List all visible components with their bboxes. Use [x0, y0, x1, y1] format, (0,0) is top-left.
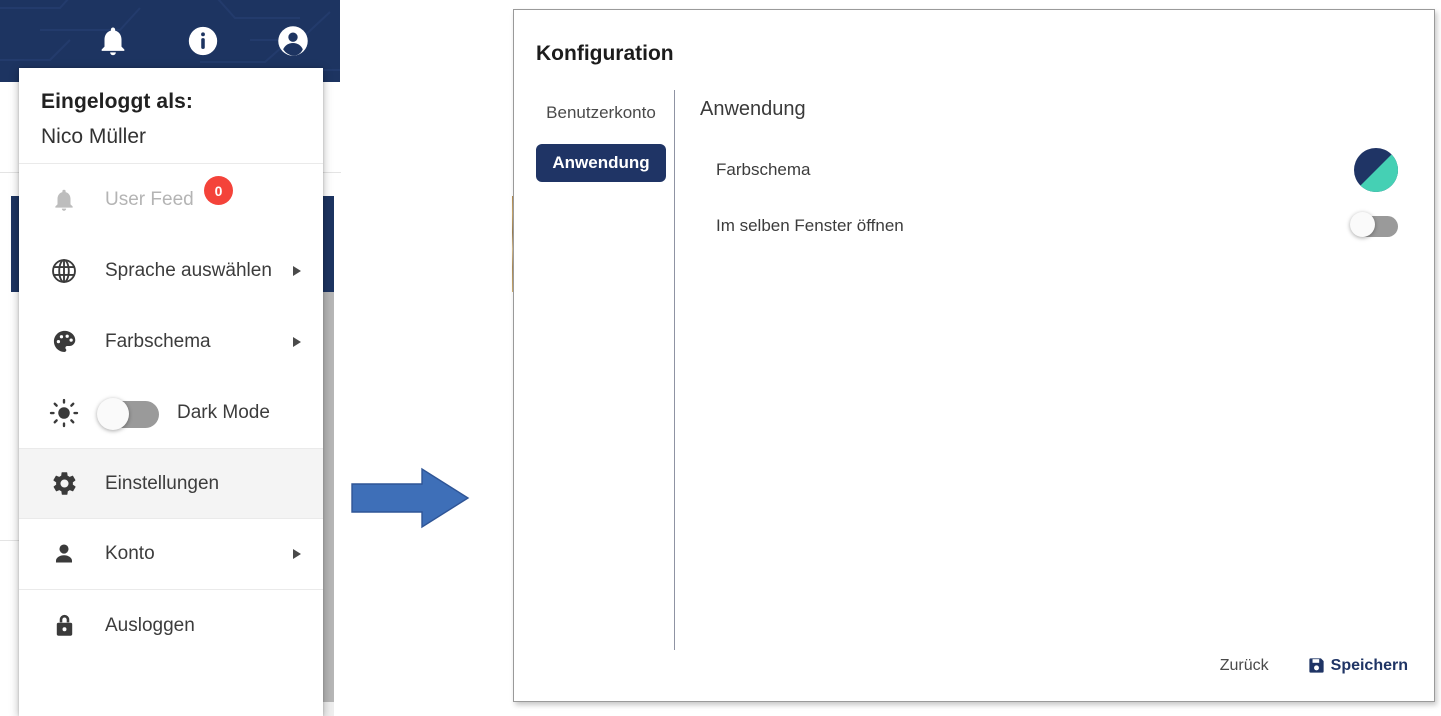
- background-rule: [0, 172, 19, 173]
- save-floppy-icon: [1309, 658, 1324, 673]
- color-scheme-swatch[interactable]: [1354, 148, 1398, 192]
- dialog-footer: Zurück Speichern: [1220, 656, 1408, 675]
- header-icon-group: [0, 0, 340, 82]
- setting-row-farbschema: Farbschema: [700, 143, 1412, 197]
- palette-icon: [47, 328, 81, 355]
- menu-item-dark-mode[interactable]: Dark Mode: [19, 377, 323, 448]
- save-button-label: Speichern: [1330, 656, 1408, 674]
- toggle-knob: [1350, 212, 1375, 237]
- setting-row-same-window: Im selben Fenster öffnen: [700, 199, 1412, 253]
- menu-item-label: Einstellungen: [105, 472, 220, 494]
- open-in-same-window-toggle[interactable]: [1350, 212, 1398, 238]
- person-icon: [47, 541, 81, 567]
- menu-item-settings[interactable]: Einstellungen: [19, 448, 323, 519]
- menu-item-user-feed[interactable]: User Feed 0: [19, 164, 323, 235]
- logged-in-username: Nico Müller: [41, 125, 147, 148]
- sun-icon: [47, 398, 81, 428]
- menu-item-label: Dark Mode: [177, 401, 270, 423]
- save-button[interactable]: Speichern: [1307, 656, 1408, 675]
- configuration-content: Anwendung Farbschema Im selben Fenster ö…: [700, 86, 1412, 253]
- configuration-body: Benutzerkonto Anwendung Anwendung Farbsc…: [514, 86, 1434, 650]
- dark-mode-toggle[interactable]: [97, 397, 159, 430]
- globe-icon: [47, 257, 81, 285]
- setting-label: Im selben Fenster öffnen: [716, 216, 904, 235]
- configuration-dialog: Konfiguration Benutzerkonto Anwendung An…: [513, 9, 1435, 702]
- background-scrollbar[interactable]: [323, 292, 334, 702]
- menu-item-account[interactable]: Konto: [19, 519, 323, 590]
- setting-label: Farbschema: [716, 160, 811, 179]
- flow-arrow-right: [350, 466, 470, 530]
- app-window-left: Eingeloggt als: Nico Müller User Feed 0: [0, 0, 341, 716]
- menu-item-select-language[interactable]: Sprache auswählen: [19, 235, 323, 306]
- section-heading: Anwendung: [700, 98, 806, 120]
- user-menu-header: Eingeloggt als: Nico Müller: [19, 68, 323, 164]
- back-button[interactable]: Zurück: [1219, 656, 1269, 674]
- menu-item-label: Farbschema: [105, 330, 211, 352]
- toggle-knob: [97, 397, 129, 430]
- vertical-divider: [674, 90, 675, 650]
- background-rule: [323, 172, 341, 173]
- menu-item-logout[interactable]: Ausloggen: [19, 590, 323, 661]
- tab-anwendung[interactable]: Anwendung: [536, 144, 666, 182]
- bell-icon: [47, 187, 81, 213]
- configuration-nav: Benutzerkonto Anwendung: [530, 94, 672, 182]
- account-avatar-icon[interactable]: [276, 24, 310, 58]
- menu-item-label: Sprache auswählen: [105, 259, 272, 281]
- chevron-right-icon: [293, 336, 301, 347]
- menu-item-color-scheme[interactable]: Farbschema: [19, 306, 323, 377]
- menu-item-label: Konto: [105, 543, 155, 564]
- notifications-bell-icon[interactable]: [96, 24, 130, 58]
- info-icon[interactable]: [186, 24, 220, 58]
- background-navbar-right-sliver: [321, 196, 334, 292]
- page-title: Konfiguration: [536, 42, 674, 65]
- user-menu-dropdown: Eingeloggt als: Nico Müller User Feed 0: [19, 68, 323, 716]
- background-scrollbar-track: [323, 702, 334, 716]
- chevron-right-icon: [293, 549, 301, 559]
- tab-benutzerkonto[interactable]: Benutzerkonto: [546, 103, 656, 122]
- menu-item-label: Ausloggen: [105, 614, 195, 636]
- lock-icon: [47, 613, 81, 638]
- logged-in-label: Eingeloggt als:: [41, 90, 194, 113]
- chevron-right-icon: [293, 265, 301, 276]
- gear-icon: [47, 470, 81, 497]
- background-rule: [0, 540, 19, 541]
- menu-item-label: User Feed: [105, 188, 194, 210]
- user-feed-badge: 0: [204, 176, 233, 205]
